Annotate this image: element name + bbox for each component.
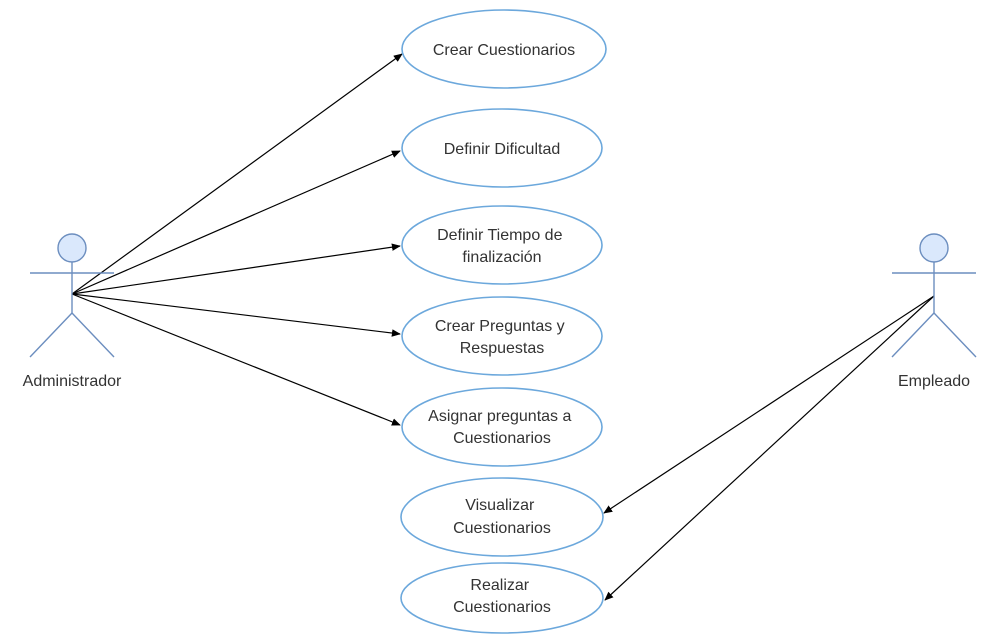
- use-case-label-line-2: Cuestionarios: [453, 430, 551, 447]
- use-case-label-line-2: Respuestas: [460, 340, 545, 357]
- svg-text:Definir Tiempo de finali: Definir Tiempo de finalización: [437, 227, 567, 266]
- use-case-ellipse: [401, 205, 603, 285]
- association-arrow-admin-uc2: [71, 150, 401, 295]
- actor-empleado-label: Empleado: [898, 373, 970, 390]
- use-case-label: Definir Dificultad: [444, 141, 560, 158]
- actor-empleado-left-leg: [891, 312, 935, 358]
- use-case-ellipse: [401, 9, 607, 89]
- use-case-label-line-2: Cuestionarios: [453, 599, 551, 616]
- association-arrow-admin-uc4: [71, 293, 401, 337]
- use-case-definir-tiempo[interactable]: Definir Tiempo de finalización: [401, 205, 603, 285]
- use-case-label-line-1: Realizar: [470, 577, 529, 594]
- association-arrow-admin-uc1: [71, 53, 403, 295]
- svg-text:Realizar Cuestionarios: Realizar Cuestionarios: [453, 577, 551, 616]
- actor-administrador: Administrador: [23, 233, 122, 390]
- use-case-label-line-2: finalización: [462, 249, 541, 266]
- actor-empleado-right-leg: [933, 312, 977, 358]
- actor-administrador-head: [57, 233, 87, 263]
- actor-administrador-left-leg: [29, 312, 73, 358]
- actor-empleado: Empleado: [891, 233, 977, 390]
- svg-text:Definir Dificultad: Definir Dificultad: [444, 141, 560, 158]
- use-case-visualizar-cuestionarios[interactable]: Visualizar Cuestionarios: [400, 477, 604, 557]
- svg-text:Visualizar Cuestionarios: Visualizar Cuestionarios: [453, 497, 551, 537]
- associations: [71, 53, 935, 601]
- association-arrow-admin-uc5: [71, 293, 401, 426]
- svg-text:Crear Cuestionarios: Crear Cuestionarios: [433, 42, 575, 59]
- use-case-crear-cuestionarios[interactable]: Crear Cuestionarios: [401, 9, 607, 89]
- use-case-label-line-1: Definir Tiempo de: [437, 227, 562, 244]
- use-case-label-line-1: Visualizar: [465, 497, 535, 514]
- use-case-realizar-cuestionarios[interactable]: Realizar Cuestionarios: [400, 562, 604, 634]
- actor-administrador-label: Administrador: [23, 373, 122, 390]
- use-case-ellipse: [401, 387, 603, 467]
- actor-administrador-right-leg: [71, 312, 115, 358]
- use-case-label-line-1: Asignar preguntas a: [428, 408, 571, 425]
- association-arrow-employee-uc7: [604, 295, 935, 601]
- association-arrow-employee-uc6: [603, 295, 935, 514]
- use-case-label-line-1: Crear Preguntas y: [435, 318, 565, 335]
- use-case-asignar-preguntas[interactable]: Asignar preguntas a Cuestionarios: [401, 387, 603, 467]
- use-case-ellipse: [401, 108, 603, 188]
- use-case-ellipse: [401, 296, 603, 376]
- use-case-ellipse: [400, 562, 604, 634]
- use-case-crear-preguntas[interactable]: Crear Preguntas y Respuestas: [401, 296, 603, 376]
- use-case-label: Crear Cuestionarios: [433, 42, 575, 59]
- svg-text:Asignar preguntas a Cues: Asignar preguntas a Cuestionarios: [428, 408, 576, 447]
- use-case-ellipse: [400, 477, 604, 557]
- association-arrow-admin-uc3: [71, 243, 401, 295]
- use-case-label-line-2: Cuestionarios: [453, 520, 551, 537]
- use-case-definir-dificultad[interactable]: Definir Dificultad: [401, 108, 603, 188]
- actor-empleado-head: [919, 233, 949, 263]
- svg-text:Crear Preguntas y Respue: Crear Preguntas y Respuestas: [435, 318, 569, 357]
